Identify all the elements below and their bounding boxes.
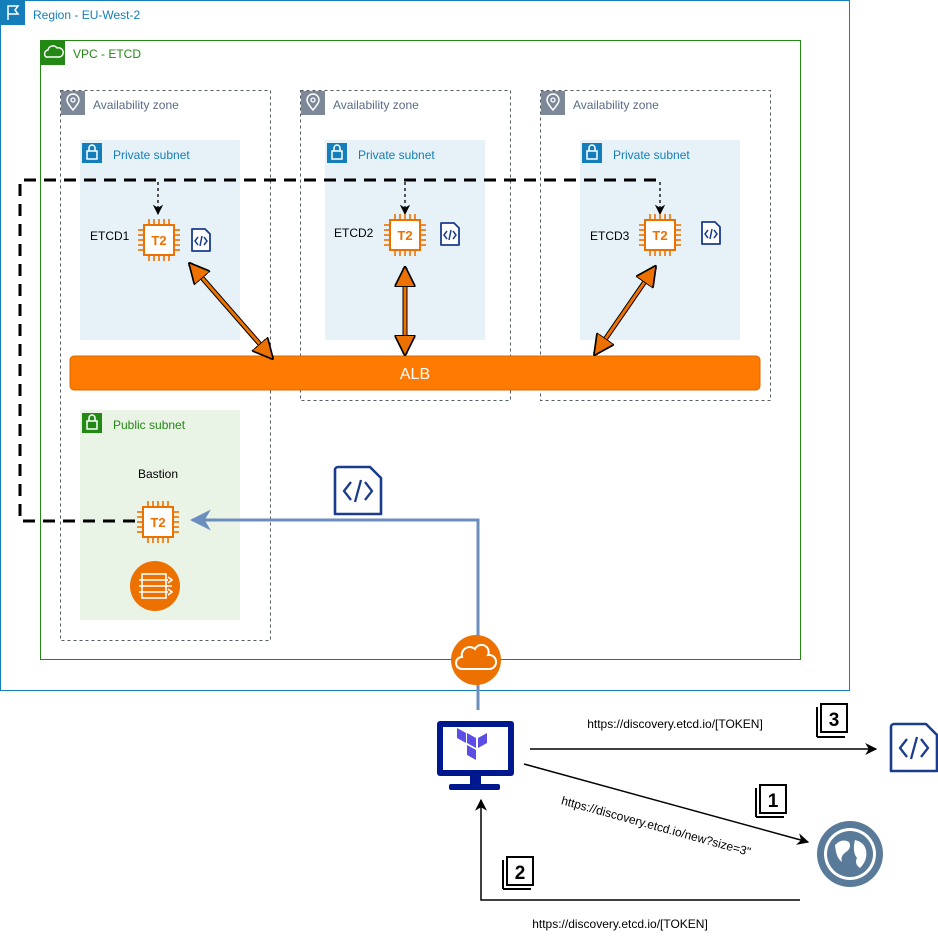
code-script-icon <box>440 222 460 246</box>
private-subnet-1-label: Private subnet <box>113 148 190 162</box>
public-subnet-label: Public subnet <box>113 418 186 432</box>
etcd2-chip-label: T2 <box>397 228 412 243</box>
location-pin-icon <box>300 90 326 116</box>
region-label: Region - EU-West-2 <box>33 8 140 22</box>
vpc-label: VPC - ETCD <box>73 47 141 61</box>
private-subnet-3-label: Private subnet <box>613 148 690 162</box>
availability-zone-2 <box>300 90 511 401</box>
vpc-boundary <box>40 40 801 660</box>
code-script-icon <box>701 221 721 245</box>
zone-1-label: Availability zone <box>93 98 179 112</box>
code-script-icon <box>333 465 383 516</box>
nat-gateway-icon <box>130 561 180 611</box>
step3-url: https://discovery.etcd.io/[TOKEN] <box>587 717 763 731</box>
availability-zone-1 <box>60 90 271 641</box>
lock-icon <box>81 412 103 434</box>
step3-number: 3 <box>829 710 840 731</box>
code-script-icon <box>889 722 938 773</box>
step-number-icon: 3 <box>814 703 848 738</box>
vpc-cloud-icon <box>40 40 65 65</box>
etcd2-label: ETCD2 <box>334 226 374 240</box>
etcd1-label: ETCD1 <box>90 229 130 243</box>
private-subnet-2-label: Private subnet <box>358 148 435 162</box>
step2-url: https://discovery.etcd.io/[TOKEN] <box>532 917 708 931</box>
etcd3-alb-arrow-fill <box>595 267 655 354</box>
location-pin-icon <box>540 90 566 116</box>
alb-label: ALB <box>400 366 430 383</box>
step1-arrow <box>523 763 810 845</box>
zone-2-label: Availability zone <box>333 98 419 112</box>
step-number-icon: 2 <box>500 856 534 890</box>
step1-number: 1 <box>768 791 779 812</box>
etcd1-chip-label: T2 <box>151 233 166 248</box>
step2-number: 2 <box>515 863 526 884</box>
code-script-icon <box>191 228 211 252</box>
etcd1-alb-arrow-fill <box>190 264 272 358</box>
region-boundary <box>0 0 850 691</box>
bastion-chip-label: T2 <box>150 515 165 530</box>
ssh-dashed-connector <box>18 178 660 523</box>
step2-arrow <box>475 798 800 901</box>
lock-icon <box>326 142 348 164</box>
step-number-icon: 1 <box>753 784 787 818</box>
lock-icon <box>81 142 103 164</box>
availability-zone-3 <box>540 90 771 401</box>
bastion-label: Bastion <box>138 467 178 481</box>
etcd3-chip-label: T2 <box>652 228 667 243</box>
location-pin-icon <box>60 90 86 116</box>
terraform-monitor-icon <box>437 721 514 790</box>
zone-3-label: Availability zone <box>573 98 659 112</box>
step1-url: https://discovery.etcd.io/new?size=3" <box>560 793 752 858</box>
lock-icon <box>581 142 603 164</box>
region-flag-icon <box>0 0 25 25</box>
cloudfront-cloud-icon <box>451 635 501 685</box>
globe-icon <box>817 821 883 887</box>
etcd3-label: ETCD3 <box>590 229 630 243</box>
